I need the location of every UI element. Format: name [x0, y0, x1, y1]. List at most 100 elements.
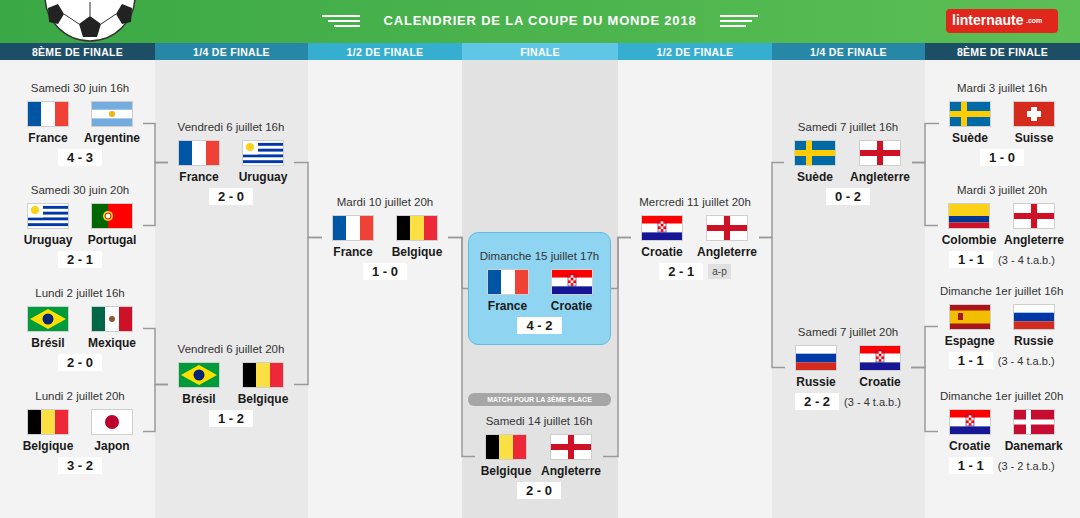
score-row: 0 - 2 [826, 188, 870, 205]
team-cell: France [324, 215, 382, 259]
team-name: Angleterre [697, 245, 757, 259]
penalty-note: (3 - 4 t.a.b.) [998, 254, 1055, 266]
team-row: ColombieAngleterre [940, 203, 1064, 247]
team-name: Danemark [1005, 439, 1063, 453]
team-name: Uruguay [239, 170, 288, 184]
extra-time-tag: a-p [708, 264, 730, 279]
score-box: 2 - 2 [795, 393, 839, 410]
team-cell: Danemark [1005, 409, 1063, 453]
score-box: 4 - 2 [517, 317, 561, 334]
team-name: France [488, 299, 527, 313]
match-date: Samedi 7 juillet 20h [798, 325, 898, 340]
team-row: CroatieAngleterre [633, 215, 757, 259]
soccer-ball [45, 0, 135, 41]
match-date: Vendredi 6 juillet 16h [178, 120, 285, 135]
team-name: Argentine [84, 131, 140, 145]
score-box: 1 - 0 [980, 149, 1024, 166]
team-flag [27, 203, 69, 229]
team-flag [485, 434, 527, 460]
team-row: Belgique Angleterre [477, 434, 601, 478]
match-date: Lundi 2 juillet 20h [35, 389, 125, 404]
team-name: Suède [952, 131, 988, 145]
score-box: 1 - 0 [363, 263, 407, 280]
score-box: 2 - 0 [517, 482, 561, 499]
team-name: Belgique [481, 464, 532, 478]
team-flag [859, 345, 901, 371]
round-name: 1/4 DE FINALE [193, 46, 270, 58]
match-block: Dimanche 1er juillet 16hEspagneRussie1 -… [938, 284, 1065, 369]
page-title: CALENDRIER DE LA COUPE DU MONDE 2018 [0, 13, 1080, 28]
team-name: Russie [1014, 334, 1053, 348]
team-name: Espagne [945, 334, 995, 348]
match-block: Mardi 3 juillet 20hColombieAngleterre1 -… [938, 183, 1066, 268]
score-row: 2 - 2(3 - 4 t.a.b.) [795, 393, 901, 410]
score-row: 1 - 0 [363, 263, 407, 280]
match-date: Dimanche 15 juillet 17h [480, 249, 600, 264]
bracket-line [294, 238, 322, 385]
round-name: 1/4 DE FINALE [810, 46, 887, 58]
score-box: 0 - 2 [826, 188, 870, 205]
team-name: Angleterre [541, 464, 601, 478]
team-flag [706, 215, 748, 241]
team-flag [27, 409, 69, 435]
team-cell: Brésil [19, 306, 77, 350]
team-flag [178, 140, 220, 166]
score-row: 4 - 3 [58, 149, 102, 166]
team-name: Belgique [238, 392, 289, 406]
team-row: RussieCroatie [787, 345, 909, 389]
team-cell: Croatie [543, 269, 601, 313]
team-name: Japon [94, 439, 129, 453]
team-cell: Espagne [941, 304, 999, 348]
team-cell: Belgique [19, 409, 77, 453]
team-flag [91, 409, 133, 435]
score-box: 1 - 1 [949, 251, 993, 268]
team-flag [178, 362, 220, 388]
team-cell: Colombie [940, 203, 998, 247]
score-box: 1 - 2 [209, 410, 253, 427]
team-name: Brésil [31, 336, 64, 350]
team-flag [396, 215, 438, 241]
team-row: UruguayPortugal [19, 203, 141, 247]
bracket-line [143, 385, 168, 432]
bracket-line [448, 238, 468, 289]
team-name: Belgique [23, 439, 74, 453]
score-row: 2 - 0 [58, 354, 102, 371]
round-header: 1/2 DE FINALE [618, 43, 772, 60]
penalty-note: (3 - 4 t.a.b.) [998, 355, 1055, 367]
team-row: FranceArgentine [19, 101, 141, 145]
score-row: 2 - 0 [209, 188, 253, 205]
score-box: 2 - 0 [58, 354, 102, 371]
score-row: 3 - 2 [58, 457, 102, 474]
team-flag [1013, 409, 1055, 435]
bracket-line [759, 238, 785, 368]
score-row: 1 - 1 (3 - 4 t.a.b.) [949, 251, 1055, 268]
band-text: MATCH POUR LA 3ÈME PLACE [487, 396, 592, 403]
team-cell: Belgique [477, 434, 535, 478]
round-header: 1/4 DE FINALE [155, 43, 308, 60]
team-name: Suisse [1015, 131, 1054, 145]
team-flag [949, 101, 991, 127]
team-cell: Croatie [941, 409, 999, 453]
score-row: 2 - 1a-p [659, 263, 730, 280]
team-row: FranceBelgique [324, 215, 446, 259]
match-date: Samedi 7 juillet 16h [798, 120, 898, 135]
team-flag [551, 269, 593, 295]
team-flag [1013, 203, 1055, 229]
score-row: 2 - 0 [517, 482, 561, 499]
team-row: BrésilMexique [19, 306, 141, 350]
match-block: Lundi 2 juillet 20hBelgique Japon 3 - 2 [17, 389, 143, 474]
bracket-line [912, 163, 938, 226]
bracket-line [911, 368, 938, 432]
team-name: Russie [796, 375, 835, 389]
match-block: Samedi 30 juin 20hUruguayPortugal2 - 1 [17, 183, 143, 268]
match-date: Vendredi 6 juillet 20h [178, 342, 285, 357]
team-name: France [333, 245, 372, 259]
column-grounds [0, 60, 1080, 518]
team-cell: Angleterre [850, 140, 910, 184]
match-date: Dimanche 1er juillet 16h [940, 284, 1063, 299]
team-name: Suède [797, 170, 833, 184]
round-header: 1/4 DE FINALE [772, 43, 925, 60]
team-cell: France [479, 269, 537, 313]
team-name: Angleterre [1004, 233, 1064, 247]
